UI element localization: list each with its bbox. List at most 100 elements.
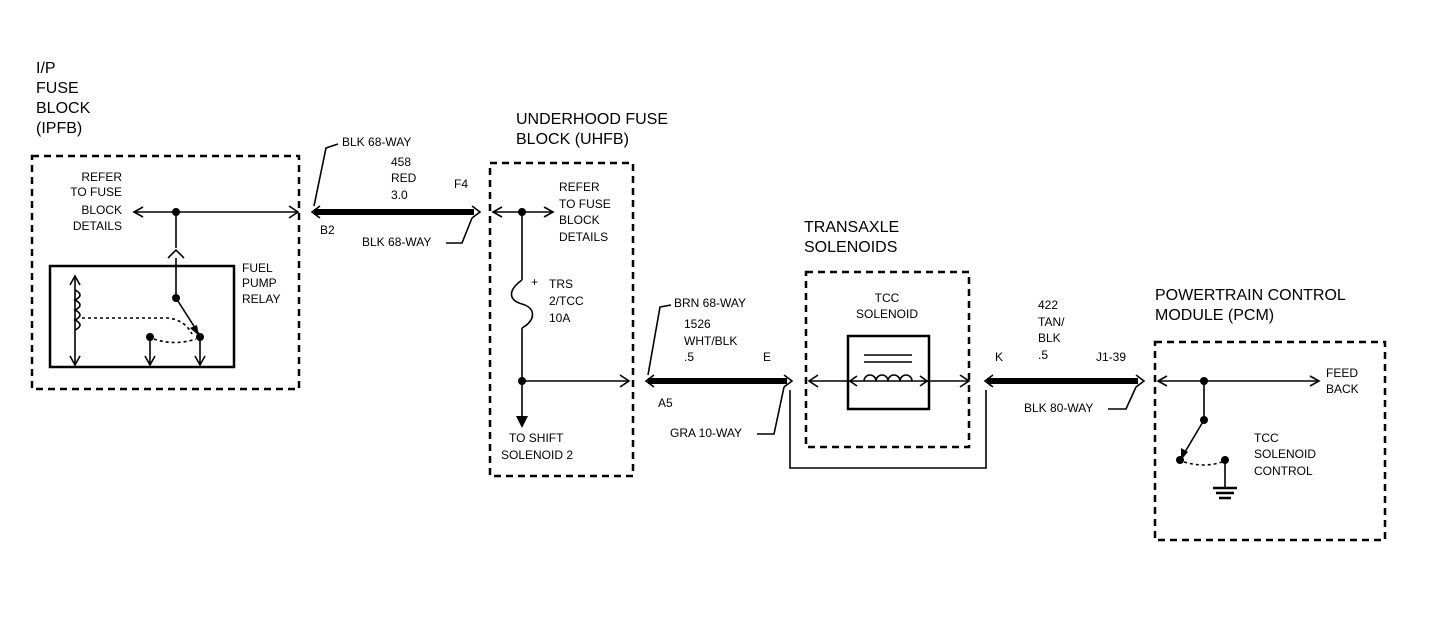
wire-422-color-line-2: BLK <box>1038 331 1061 345</box>
wire-1526-pin-right: E <box>763 350 771 364</box>
wire-1526-section: BRN 68-WAY 1526 WHT/BLK .5 E A5 GRA 10-W… <box>644 296 987 469</box>
relay-label-line-2: PUMP <box>242 276 277 290</box>
ipfb-title-line-3: BLOCK <box>36 100 91 117</box>
wire-422-color-line-1: TAN/ <box>1038 315 1065 329</box>
wire-458-conn-bottom: BLK 68-WAY <box>362 235 431 249</box>
wire-458-right-connector-icon <box>471 205 482 219</box>
ipfb-refer-line-3: BLOCK <box>81 203 122 217</box>
uhfb-refer-line-1: REFER <box>559 180 600 194</box>
wire-458-conn-top: BLK 68-WAY <box>342 135 411 149</box>
transaxle-right-arrow-icon <box>959 374 971 388</box>
uhfb-refer-arrow-icon <box>543 206 555 218</box>
wire-1526-conn-bottom-leader <box>757 386 785 435</box>
shift-label-line-1: TO SHIFT <box>509 431 564 445</box>
wire-422-pin-right: J1-39 <box>1096 350 1126 364</box>
relay-coil-icon <box>73 289 81 331</box>
pcm-control-line-1: TCC <box>1254 431 1279 445</box>
uhfb-title-line-2: BLOCK (UHFB) <box>516 131 629 148</box>
ipfb-title-line-1: I/P <box>36 60 56 77</box>
wire-458-left-connector-icon <box>310 205 321 219</box>
wire-422-conn-bottom-leader <box>1108 386 1137 410</box>
solenoid-connector-outline <box>789 390 987 469</box>
pcm-switch-arrow-icon <box>1181 448 1188 460</box>
wire-422-circuit: 422 <box>1038 298 1058 312</box>
tcc-solenoid-label-line-2: SOLENOID <box>856 307 918 321</box>
wire-1526-circuit: 1526 <box>684 317 711 331</box>
fuse-label-line-3: 10A <box>549 311 570 325</box>
pcm-contact-left <box>1176 456 1184 464</box>
relay-switch-arrow-icon <box>190 325 199 336</box>
wire-458-section: BLK 68-WAY 458 RED 3.0 F4 B2 BLK 68-WAY <box>310 135 482 249</box>
relay-coil-top-arrow-icon <box>69 274 81 286</box>
pcm-title-line-1: POWERTRAIN CONTROL <box>1155 287 1346 304</box>
pcm-section: POWERTRAIN CONTROL MODULE (PCM) FEED BAC… <box>1153 287 1387 542</box>
pcm-title-line-2: MODULE (PCM) <box>1155 307 1274 324</box>
ipfb-section: I/P FUSE BLOCK (IPFB) REFER TO FUSE BLOC… <box>30 60 301 391</box>
transaxle-title-line-2: SOLENOIDS <box>804 239 897 256</box>
transaxle-title-line-1: TRANSAXLE <box>804 219 899 236</box>
tcc-solenoid-label-line-1: TCC <box>875 291 900 305</box>
pcm-box <box>1153 340 1387 542</box>
relay-coil-bottom-arrow-icon <box>69 355 81 367</box>
wire-422-left-connector-icon <box>983 374 994 388</box>
pcm-control-line-2: SOLENOID <box>1254 447 1316 461</box>
ipfb-connector-icon <box>167 248 185 259</box>
shift-label-line-2: SOLENOID 2 <box>501 448 573 462</box>
transaxle-section: TRANSAXLE SOLENOIDS TCC SOLENOID <box>804 219 971 449</box>
pcm-in-arrow-icon <box>1156 375 1168 387</box>
uhfb-in-arrow-icon <box>491 206 503 218</box>
uhfb-refer-line-2: TO FUSE <box>559 197 611 211</box>
wire-458-pin-right: F4 <box>454 177 468 191</box>
tcc-solenoid-coil-icon <box>863 374 913 382</box>
wire-422-conn-bottom: BLK 80-WAY <box>1024 401 1093 415</box>
wire-422-right-connector-icon <box>1135 374 1146 388</box>
uhfb-title-line-1: UNDERHOOD FUSE <box>516 111 668 128</box>
wire-458-color: RED <box>391 171 417 185</box>
wire-1526-right-connector-icon <box>783 374 794 388</box>
tcc-inner-right-arrow-icon <box>919 375 929 387</box>
wire-422-size: .5 <box>1038 348 1048 362</box>
wire-422-section: 422 TAN/ BLK .5 K J1-39 BLK 80-WAY <box>983 298 1146 415</box>
ipfb-left-arrow-icon <box>132 206 144 218</box>
transaxle-box <box>804 270 971 449</box>
ipfb-refer-line-4: DETAILS <box>73 219 122 233</box>
wire-1526-conn-top: BRN 68-WAY <box>674 296 746 310</box>
pcm-contact-dashed <box>1183 461 1223 466</box>
fuse-plus: + <box>531 275 538 289</box>
wire-1526-size: .5 <box>684 350 694 364</box>
wire-458-circuit: 458 <box>391 155 411 169</box>
transaxle-left-arrow-icon <box>807 374 819 388</box>
wire-458-conn-top-leader <box>313 143 339 207</box>
wire-1526-pin-left: A5 <box>658 396 673 410</box>
ipfb-title-line-2: FUSE <box>36 80 79 97</box>
ipfb-title-line-4: (IPFB) <box>36 120 82 137</box>
wire-1526-color: WHT/BLK <box>684 334 737 348</box>
fuse-label-line-1: TRS <box>549 277 573 291</box>
wire-458-size: 3.0 <box>391 188 408 202</box>
wire-458-pin-left: B2 <box>320 223 335 237</box>
wire-458-conn-bottom-leader <box>446 217 473 244</box>
pcm-control-line-3: CONTROL <box>1254 464 1313 478</box>
relay-link-dashed <box>82 317 193 335</box>
tcc-inner-left-arrow-icon <box>848 375 858 387</box>
relay-out-left-arrow-icon <box>144 355 156 367</box>
ipfb-box <box>30 154 301 391</box>
fuel-pump-relay-box <box>48 264 236 369</box>
relay-label-line-1: FUEL <box>242 261 273 275</box>
pcm-feed-line-2: BACK <box>1326 382 1359 396</box>
shift-solenoid-arrow-icon <box>516 416 528 428</box>
fuse-label-line-2: 2/TCC <box>549 294 584 308</box>
tcc-solenoid-box <box>846 334 931 411</box>
uhfb-out-arrow-icon <box>619 374 631 388</box>
wire-422-pin-left: K <box>995 350 1003 364</box>
relay-contact-dashed <box>153 338 197 344</box>
ipfb-refer-line-2: TO FUSE <box>70 185 122 199</box>
wire-1526-conn-bottom: GRA 10-WAY <box>670 426 742 440</box>
relay-label-line-3: RELAY <box>242 292 280 306</box>
pcm-feedback-arrow-icon <box>1309 375 1321 387</box>
relay-out-right-arrow-icon <box>194 355 206 367</box>
uhfb-refer-line-3: BLOCK <box>559 213 600 227</box>
wire-1526-conn-top-leader <box>647 304 672 376</box>
pcm-feed-line-1: FEED <box>1326 366 1358 380</box>
